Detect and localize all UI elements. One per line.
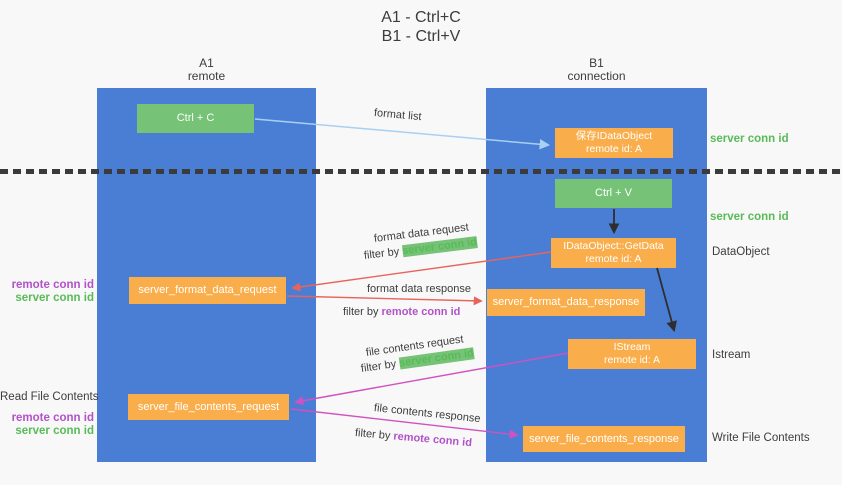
lifeline-b1-id: B1 <box>589 56 604 70</box>
read-file-contents-annotation: Read File Contents <box>0 391 99 403</box>
file-contents-response-arrow-label: file contents response <box>373 402 482 426</box>
server-file-contents-response-node: server_file_contents_response <box>523 426 685 452</box>
dataobject-annotation: DataObject <box>712 246 770 258</box>
server-format-data-response-node: server_format_data_response <box>487 289 645 316</box>
filter-by-text-4: filter by <box>354 427 394 443</box>
server-format-data-request-node: server_format_data_request <box>129 277 286 304</box>
server-conn-id-label-1: server conn id <box>15 292 94 304</box>
server-file-contents-response-label: server_file_contents_response <box>529 432 679 445</box>
idataobject-getdata-node: IDataObject::GetData remote id: A <box>551 238 676 268</box>
title-line-1: A1 - Ctrl+C <box>381 9 461 26</box>
ctrl-v-label: Ctrl + V <box>595 187 632 199</box>
server-conn-id-annotation-mid: server conn id <box>710 211 789 223</box>
filter-by-text-3: filter by <box>360 357 400 375</box>
server-file-contents-request-node: server_file_contents_request <box>128 394 289 420</box>
save-idataobject-node: 保存IDataObject remote id: A <box>555 128 673 158</box>
remote-conn-id-text-1: remote conn id <box>381 306 461 318</box>
left-conn-id-group-1: remote conn id server conn id <box>0 279 94 305</box>
lifeline-a1-id: A1 <box>199 56 214 70</box>
filter-by-text-2: filter by <box>343 306 382 318</box>
title-line-2: B1 - Ctrl+V <box>381 28 461 45</box>
filter-by-remote-conn-id-label-1: filter by remote conn id <box>343 306 460 318</box>
filter-by-remote-conn-id-label-2: filter by remote conn id <box>354 427 472 449</box>
format-list-arrow-label: format list <box>373 107 423 124</box>
remote-conn-id-label-1: remote conn id <box>11 279 94 291</box>
ctrl-v-node: Ctrl + V <box>555 179 672 208</box>
istream-node: IStream remote id: A <box>568 339 696 369</box>
remote-conn-id-text-2: remote conn id <box>392 430 473 450</box>
istream-line2: remote id: A <box>603 354 661 366</box>
save-idataobject-line2: remote id: A <box>585 143 643 155</box>
server-format-data-request-label: server_format_data_request <box>138 284 277 296</box>
server-conn-id-annotation-top: server conn id <box>710 133 789 145</box>
save-idataobject-line1: 保存IDataObject <box>575 130 653 142</box>
remote-conn-id-label-2: remote conn id <box>11 412 94 424</box>
left-conn-id-group-2: remote conn id server conn id <box>0 412 94 438</box>
server-conn-id-label-2: server conn id <box>15 425 94 437</box>
lifeline-header-a1: A1 remote <box>97 57 316 83</box>
istream-line1: IStream <box>613 341 651 353</box>
read-file-contents-annotation-wrap: Read File Contents <box>0 391 99 404</box>
lifeline-a1-subtitle: remote <box>187 69 226 83</box>
lifeline-header-b1: B1 connection <box>486 57 707 83</box>
format-data-response-arrow-label: format data response <box>367 283 471 295</box>
diagram-title: A1 - Ctrl+C B1 - Ctrl+V <box>0 8 842 46</box>
istream-annotation: Istream <box>712 349 751 361</box>
filter-by-text-1: filter by <box>363 245 403 262</box>
machine-boundary-dotted-line <box>0 169 842 174</box>
getdata-line1: IDataObject::GetData <box>563 240 664 252</box>
ctrl-c-label: Ctrl + C <box>176 112 215 124</box>
write-file-contents-annotation: Write File Contents <box>712 432 810 444</box>
ctrl-c-node: Ctrl + C <box>137 104 254 133</box>
server-format-data-response-label: server_format_data_response <box>492 296 640 308</box>
server-file-contents-request-label: server_file_contents_request <box>137 400 280 413</box>
lifeline-b1-subtitle: connection <box>567 69 626 83</box>
getdata-line2: remote id: A <box>585 253 642 265</box>
format-data-response-arrow <box>286 295 483 306</box>
